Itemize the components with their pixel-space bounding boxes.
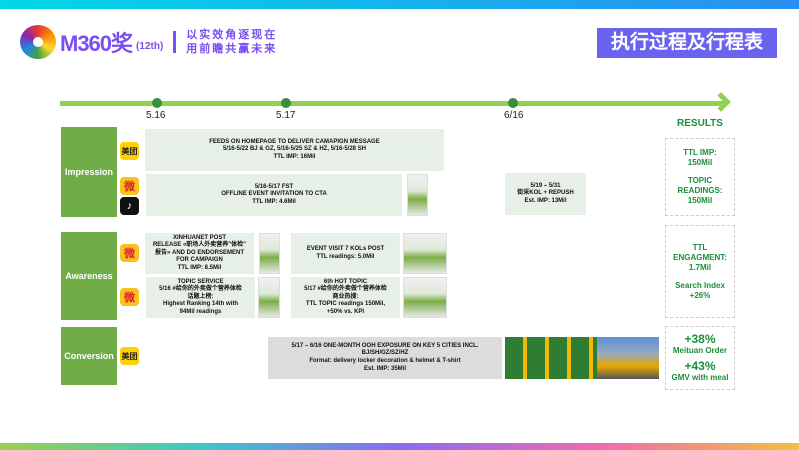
timeline-line bbox=[60, 101, 726, 106]
timeline-date: 6/16 bbox=[504, 110, 524, 121]
box-line: FEEDS ON HOMEPAGE TO DELIVER CAMAPIGN ME… bbox=[209, 138, 380, 145]
box-line: 6th HOT TOPIC bbox=[323, 278, 368, 285]
screenshot-thumbnail bbox=[258, 277, 280, 318]
timeline-dot bbox=[152, 98, 162, 108]
result-line: TTL IMP: bbox=[683, 148, 717, 157]
result-line: Search Index bbox=[675, 280, 725, 290]
box-line: OFFLINE EVENT INVITATION TO CTA bbox=[221, 191, 327, 198]
result-line: TTL bbox=[692, 242, 708, 252]
logo-row: M360奖 (12th) 以实效角逐现在用前瞻共赢未来 bbox=[60, 27, 277, 57]
logo-icon bbox=[20, 25, 56, 59]
logo-edition: (12th) bbox=[136, 40, 164, 52]
slogan-line-2: 用前瞻共赢未来 bbox=[186, 43, 278, 55]
logo-text: M360奖 bbox=[60, 31, 133, 56]
box-line: 5/16-5/22 BJ & GZ, 5/16-5/25 SZ & HZ, 5/… bbox=[222, 146, 367, 153]
result-line: ENGAGMENT: bbox=[673, 252, 727, 262]
result-line: Meituan Order bbox=[672, 346, 728, 355]
box-line: RELEASE «职场人外卖营养"体检" bbox=[152, 242, 247, 249]
meituan-icon: 美团 bbox=[120, 142, 139, 160]
box-line: 5/17 #给你的外卖做个营养体检 bbox=[304, 286, 387, 293]
douyin-icon: ♪ bbox=[120, 197, 139, 215]
slogan-line-1: 以实效角逐现在 bbox=[186, 29, 278, 41]
screenshot-thumbnail bbox=[407, 174, 428, 216]
box-line: TOPIC SERVICE bbox=[177, 278, 224, 285]
page-title: 执行过程及行程表 bbox=[597, 28, 777, 58]
kol-photo-thumbnail bbox=[403, 233, 447, 274]
result-value: +43% bbox=[684, 359, 716, 373]
result-value: +38% bbox=[684, 332, 716, 346]
box-line: 94Mil readings bbox=[179, 308, 222, 315]
screenshot-thumbnail bbox=[259, 233, 280, 274]
box-line: 商业热搜: bbox=[332, 293, 359, 300]
box-line: 话题上榜: bbox=[187, 293, 214, 300]
box-line: 5/16-5/17 FST bbox=[254, 183, 294, 190]
timeline-arrow-icon bbox=[711, 92, 731, 112]
weibo-icon: 微 bbox=[120, 177, 139, 195]
timeline-dot bbox=[281, 98, 291, 108]
result-line: GMV with meal bbox=[671, 373, 729, 382]
box-line: TTL readings: 5.0Mil bbox=[316, 253, 375, 260]
meituan-icon: 美团 bbox=[120, 347, 139, 365]
bottom-gradient-bar bbox=[0, 443, 799, 450]
result-line: TOPIC bbox=[687, 176, 713, 185]
box-line: 街采KOL + REPUSH bbox=[517, 190, 574, 197]
box-line: 5/19 – 5/31 bbox=[530, 182, 561, 189]
logo-divider bbox=[173, 31, 177, 53]
box-line: 5/16 #给你的外卖做个营养体检 bbox=[159, 286, 242, 293]
riders-photo bbox=[597, 337, 659, 379]
result-line: 150Mil bbox=[687, 158, 713, 167]
box-line: 报告» AND DO ENDORSEMENT bbox=[154, 249, 244, 256]
slogan: 以实效角逐现在用前瞻共赢未来 bbox=[186, 28, 277, 56]
box-line: EVENT VISIT 7 KOLs POST bbox=[306, 245, 385, 252]
timeline-dot bbox=[508, 98, 518, 108]
weibo-icon: 微 bbox=[120, 288, 139, 306]
result-line: +26% bbox=[689, 290, 711, 300]
category-awareness: Awareness bbox=[61, 232, 117, 320]
top-gradient-bar bbox=[0, 0, 799, 9]
box-line: 5/17 – 6/16 ONE-MONTH OOH EXPOSURE ON KE… bbox=[291, 342, 479, 349]
box-line: FOR CAMPAIGN bbox=[176, 257, 223, 264]
box-line: TTL IMP: 16Mil bbox=[273, 153, 316, 160]
box-line: XINHUANET POST bbox=[172, 234, 226, 241]
ooh-exposure-box: 5/17 – 6/16 ONE-MONTH OOH EXPOSURE ON KE… bbox=[268, 337, 502, 379]
box-line: TTL TOPIC readings 150Mil, bbox=[305, 301, 386, 308]
box-line: +50% vs. KPI bbox=[326, 308, 365, 315]
box-line: Highest Ranking 14th with bbox=[162, 301, 238, 308]
results-heading: RESULTS bbox=[677, 118, 723, 129]
category-impression: Impression bbox=[61, 127, 117, 217]
result-line: READINGS: bbox=[677, 186, 723, 195]
weibo-icon: 微 bbox=[120, 244, 139, 262]
category-conversion: Conversion bbox=[61, 327, 117, 385]
result-line: 150Mil bbox=[687, 196, 713, 205]
box-line: Format: delivery locker decoration & hel… bbox=[309, 358, 461, 364]
locker-photo bbox=[505, 337, 597, 379]
box-line: Est. IMP: 35Mil bbox=[363, 365, 406, 372]
results-conversion: +38%Meituan Order +43%GMV with meal bbox=[665, 326, 735, 390]
timeline-date: 5.16 bbox=[146, 110, 166, 121]
timeline-date: 5.17 bbox=[276, 110, 296, 121]
feeds-box: FEEDS ON HOMEPAGE TO DELIVER CAMAPIGN ME… bbox=[145, 129, 444, 171]
box-line: TTL IMP: 4.6Mil bbox=[252, 198, 296, 205]
box-line: TTL IMP: 8.5Mil bbox=[177, 264, 222, 271]
box-line: Est. IMP: 13Mil bbox=[524, 197, 567, 204]
result-line: 1.7Mil bbox=[688, 262, 712, 272]
box-line: BJ/SH/GZ/SZ/HZ bbox=[361, 350, 409, 357]
hot-topic-thumbnail bbox=[403, 277, 447, 318]
